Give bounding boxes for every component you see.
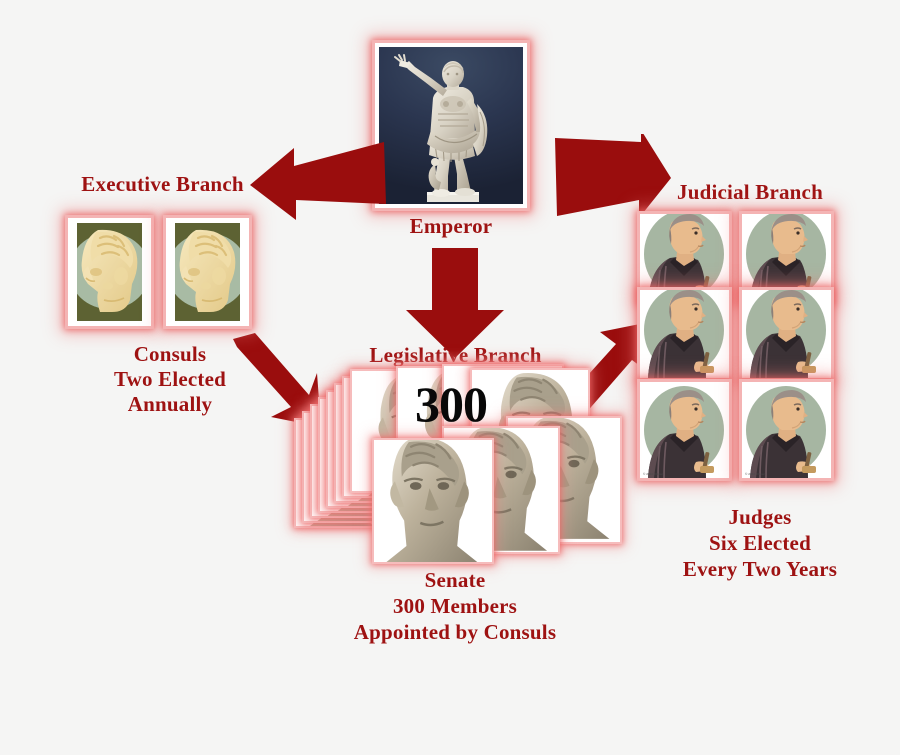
judge-card-5: © 2010 Clipart [640, 382, 729, 478]
arrow-emperor-to-executive [250, 142, 386, 220]
legislative-branch-label: Legislative Branch [369, 343, 542, 367]
judge-photo: © 2010 Clipart [640, 382, 729, 478]
judge-with-gavel-icon [745, 214, 827, 302]
consul-coin-background [175, 223, 240, 321]
senate-card-stack [296, 366, 620, 562]
judge-with-gavel-icon [643, 290, 725, 378]
consul-profile-icon [179, 229, 235, 312]
copyright-notice: © 2010 Clipart [643, 472, 664, 476]
augustus-statue-icon [394, 54, 488, 202]
judicial-branch-label: Judicial Branch [677, 180, 823, 204]
senate-member-count-overlay: 300 [415, 376, 488, 432]
judge-with-gavel-icon [745, 385, 827, 478]
arrow-emperor-to-judicial [555, 134, 671, 218]
emperor-image-card [375, 43, 527, 208]
judge-photo [742, 290, 831, 378]
judges-caption-line-3: Every Two Years [682, 557, 838, 581]
executive-branch-label: Executive Branch [81, 172, 244, 196]
judge-card-2 [742, 214, 831, 302]
judges-caption-line-2: Six Elected [709, 531, 811, 555]
judge-photo: © 2010 Clipart [742, 382, 831, 478]
consuls-caption-line-2: Two Elected [113, 367, 227, 391]
judge-photo [742, 214, 831, 302]
senate-caption-line-1: Senate [424, 568, 486, 592]
senate-caption-line-2: 300 Members [392, 594, 518, 618]
consuls-caption-line-3: Annually [127, 392, 213, 416]
judge-card-4 [742, 290, 831, 378]
consuls-caption-line-1: Consuls [133, 342, 207, 366]
arrow-emperor-to-legislative [406, 248, 504, 358]
copyright-notice: © 2010 Clipart [745, 472, 766, 476]
emperor-label: Emperor [409, 214, 493, 238]
arrow-executive-to-legislative [233, 333, 321, 427]
judge-photo [640, 290, 729, 378]
judge-card-6: © 2010 Clipart [742, 382, 831, 478]
consul-coin-background [77, 223, 142, 321]
judge-photo [640, 214, 729, 302]
consul-profile-icon [81, 229, 137, 312]
statue-photo-background [379, 47, 523, 204]
senate-caption-line-3: Appointed by Consuls [353, 620, 557, 644]
judge-card-1 [640, 214, 729, 302]
consul-card-1 [68, 218, 151, 326]
judge-with-gavel-icon [643, 214, 725, 302]
judges-caption-line-1: Judges [728, 505, 792, 529]
judge-with-gavel-icon [745, 290, 827, 378]
senate-card-front-1 [374, 440, 492, 562]
consul-card-2 [166, 218, 249, 326]
judge-with-gavel-icon [643, 385, 725, 478]
judge-card-3 [640, 290, 729, 378]
